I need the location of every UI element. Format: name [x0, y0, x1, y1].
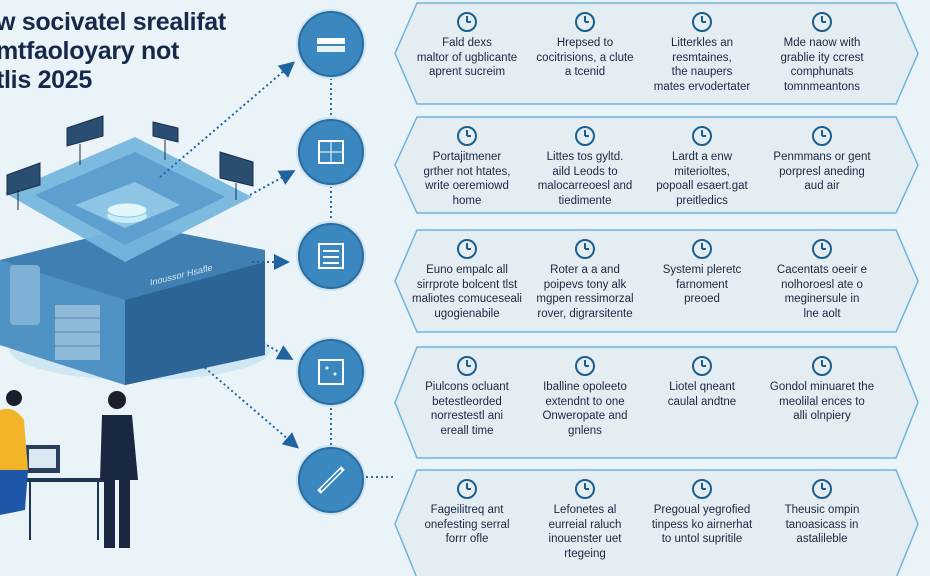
- feature-row-banner: [394, 229, 919, 333]
- node-connectors: [330, 78, 395, 478]
- list-icon: [318, 243, 344, 269]
- node-circle: [296, 9, 366, 79]
- branch-icon: [575, 356, 595, 376]
- feature-text: Litterkles an resmtaines, the naupers ma…: [653, 37, 751, 93]
- feature-cell: Roter a a and poipevs tony alk mgpen res…: [526, 238, 644, 321]
- feature-text: Euno empalc all sirrprote bolcent tlst m…: [412, 264, 522, 320]
- node-circle: [296, 221, 366, 291]
- feature-row-banner: [394, 2, 919, 105]
- feature-text: Iballine opoleeto extendnt to one Onwero…: [542, 381, 628, 437]
- feature-text: Roter a a and poipevs tony alk mgpen res…: [536, 264, 634, 320]
- feature-text: Fageilitreq ant onefesting serral forrr …: [424, 504, 510, 545]
- node-circle: [296, 445, 366, 515]
- feature-text: Systemi pleretc farnoment preoed: [662, 264, 742, 305]
- feature-cell: Penmmans or gent porpresl aneding aud ai…: [763, 125, 881, 194]
- feature-text: Penmmans or gent porpresl aneding aud ai…: [773, 151, 871, 192]
- feature-cell: Portajitmener grther not htates, write o…: [408, 125, 526, 208]
- board-icon: [318, 359, 344, 385]
- circle-badge-icon: [692, 356, 712, 376]
- feature-cell: Fageilitreq ant onefesting serral forrr …: [408, 478, 526, 547]
- feature-text: Cacentats oeeir e nolhoroesl ate o megin…: [776, 264, 868, 320]
- feature-text: Portajitmener grther not htates, write o…: [423, 151, 511, 207]
- monitor-icon: [457, 12, 477, 32]
- window-icon: [457, 239, 477, 259]
- document-icon: [812, 356, 832, 376]
- feature-row-banner: [394, 116, 919, 214]
- feature-cell: Cacentats oeeir e nolhoroesl ate o megin…: [763, 238, 881, 321]
- handshake-icon: [812, 479, 832, 499]
- link-icon: [575, 239, 595, 259]
- feature-text: Fald dexs maltor of ugblicante aprent su…: [416, 37, 518, 78]
- feature-text: Lefonetes al eurreial raluch inouenster …: [548, 504, 622, 560]
- feature-text: Piulcons ocluant betestleorded norrestes…: [425, 381, 509, 437]
- feature-row-banner: [394, 346, 919, 459]
- node-circle: [296, 117, 366, 187]
- signpost-icon: [812, 126, 832, 146]
- feature-text: Hrepsed to cocitrisions, a clute a tceni…: [536, 37, 634, 78]
- feature-cell: Euno empalc all sirrprote bolcent tlst m…: [408, 238, 526, 321]
- gear-badge-icon: [457, 356, 477, 376]
- globe-network-icon: [812, 239, 832, 259]
- world-icon: [692, 479, 712, 499]
- node-circle: [296, 337, 366, 407]
- feature-cell: Hrepsed to cocitrisions, a clute a tceni…: [526, 11, 644, 80]
- dashboard-icon: [318, 140, 344, 164]
- chart-icon: [812, 12, 832, 32]
- globe-icon: [575, 12, 595, 32]
- infographic-title: w socivatel srealifat mtfaoloyary not tl…: [0, 8, 226, 94]
- feature-cell: Litterkles an resmtaines, the naupers ma…: [643, 11, 761, 94]
- clock-icon: [457, 126, 477, 146]
- feature-cell: Systemi pleretc farnoment preoed: [643, 238, 761, 307]
- feature-cell: Pregoual yegrofied tinpess ko airnerhat …: [643, 478, 761, 547]
- server-icon: [317, 38, 345, 52]
- feature-cell: Gondol minuaret the meolilal ences to al…: [763, 355, 881, 424]
- people: [0, 390, 138, 548]
- feature-cell: Liotel qneant caulal andtne: [643, 355, 761, 409]
- shield-icon: [692, 239, 712, 259]
- feature-cell: Iballine opoleeto extendnt to one Onwero…: [526, 355, 644, 438]
- pen-icon: [317, 466, 345, 494]
- feature-row-banner: [394, 469, 919, 576]
- window-icon: [457, 479, 477, 499]
- feature-text: Pregoual yegrofied tinpess ko airnerhat …: [651, 504, 753, 545]
- feature-cell: Mde naow with grablie ity ccrest comphun…: [763, 11, 881, 94]
- network-icon: [692, 12, 712, 32]
- globe-icon: [575, 479, 595, 499]
- building-illustration: [0, 115, 270, 548]
- feature-cell: Piulcons ocluant betestleorded norrestes…: [408, 355, 526, 438]
- gauge-icon: [575, 126, 595, 146]
- feature-cell: Fald dexs maltor of ugblicante aprent su…: [408, 11, 526, 80]
- feature-cell: Lefonetes al eurreial raluch inouenster …: [526, 478, 644, 561]
- screen-signs: [6, 115, 254, 210]
- feature-cell: Littes tos gyltd. aild Leods to malocarr…: [526, 125, 644, 208]
- lightbulb-icon: [692, 126, 712, 146]
- feature-text: Gondol minuaret the meolilal ences to al…: [769, 381, 875, 422]
- connector-arrows: [159, 61, 300, 449]
- feature-text: Lardt a enw miterioltes, popoall esaert.…: [656, 151, 748, 207]
- feature-text: Liotel qneant caulal andtne: [667, 381, 737, 408]
- feature-cell: Theusic ompin tanoasicass in astalileble: [763, 478, 881, 547]
- feature-text: Theusic ompin tanoasicass in astalileble: [784, 504, 860, 545]
- feature-text: Mde naow with grablie ity ccrest comphun…: [780, 37, 864, 93]
- feature-cell: Lardt a enw miterioltes, popoall esaert.…: [643, 125, 761, 208]
- feature-text: Littes tos gyltd. aild Leods to malocarr…: [537, 151, 633, 207]
